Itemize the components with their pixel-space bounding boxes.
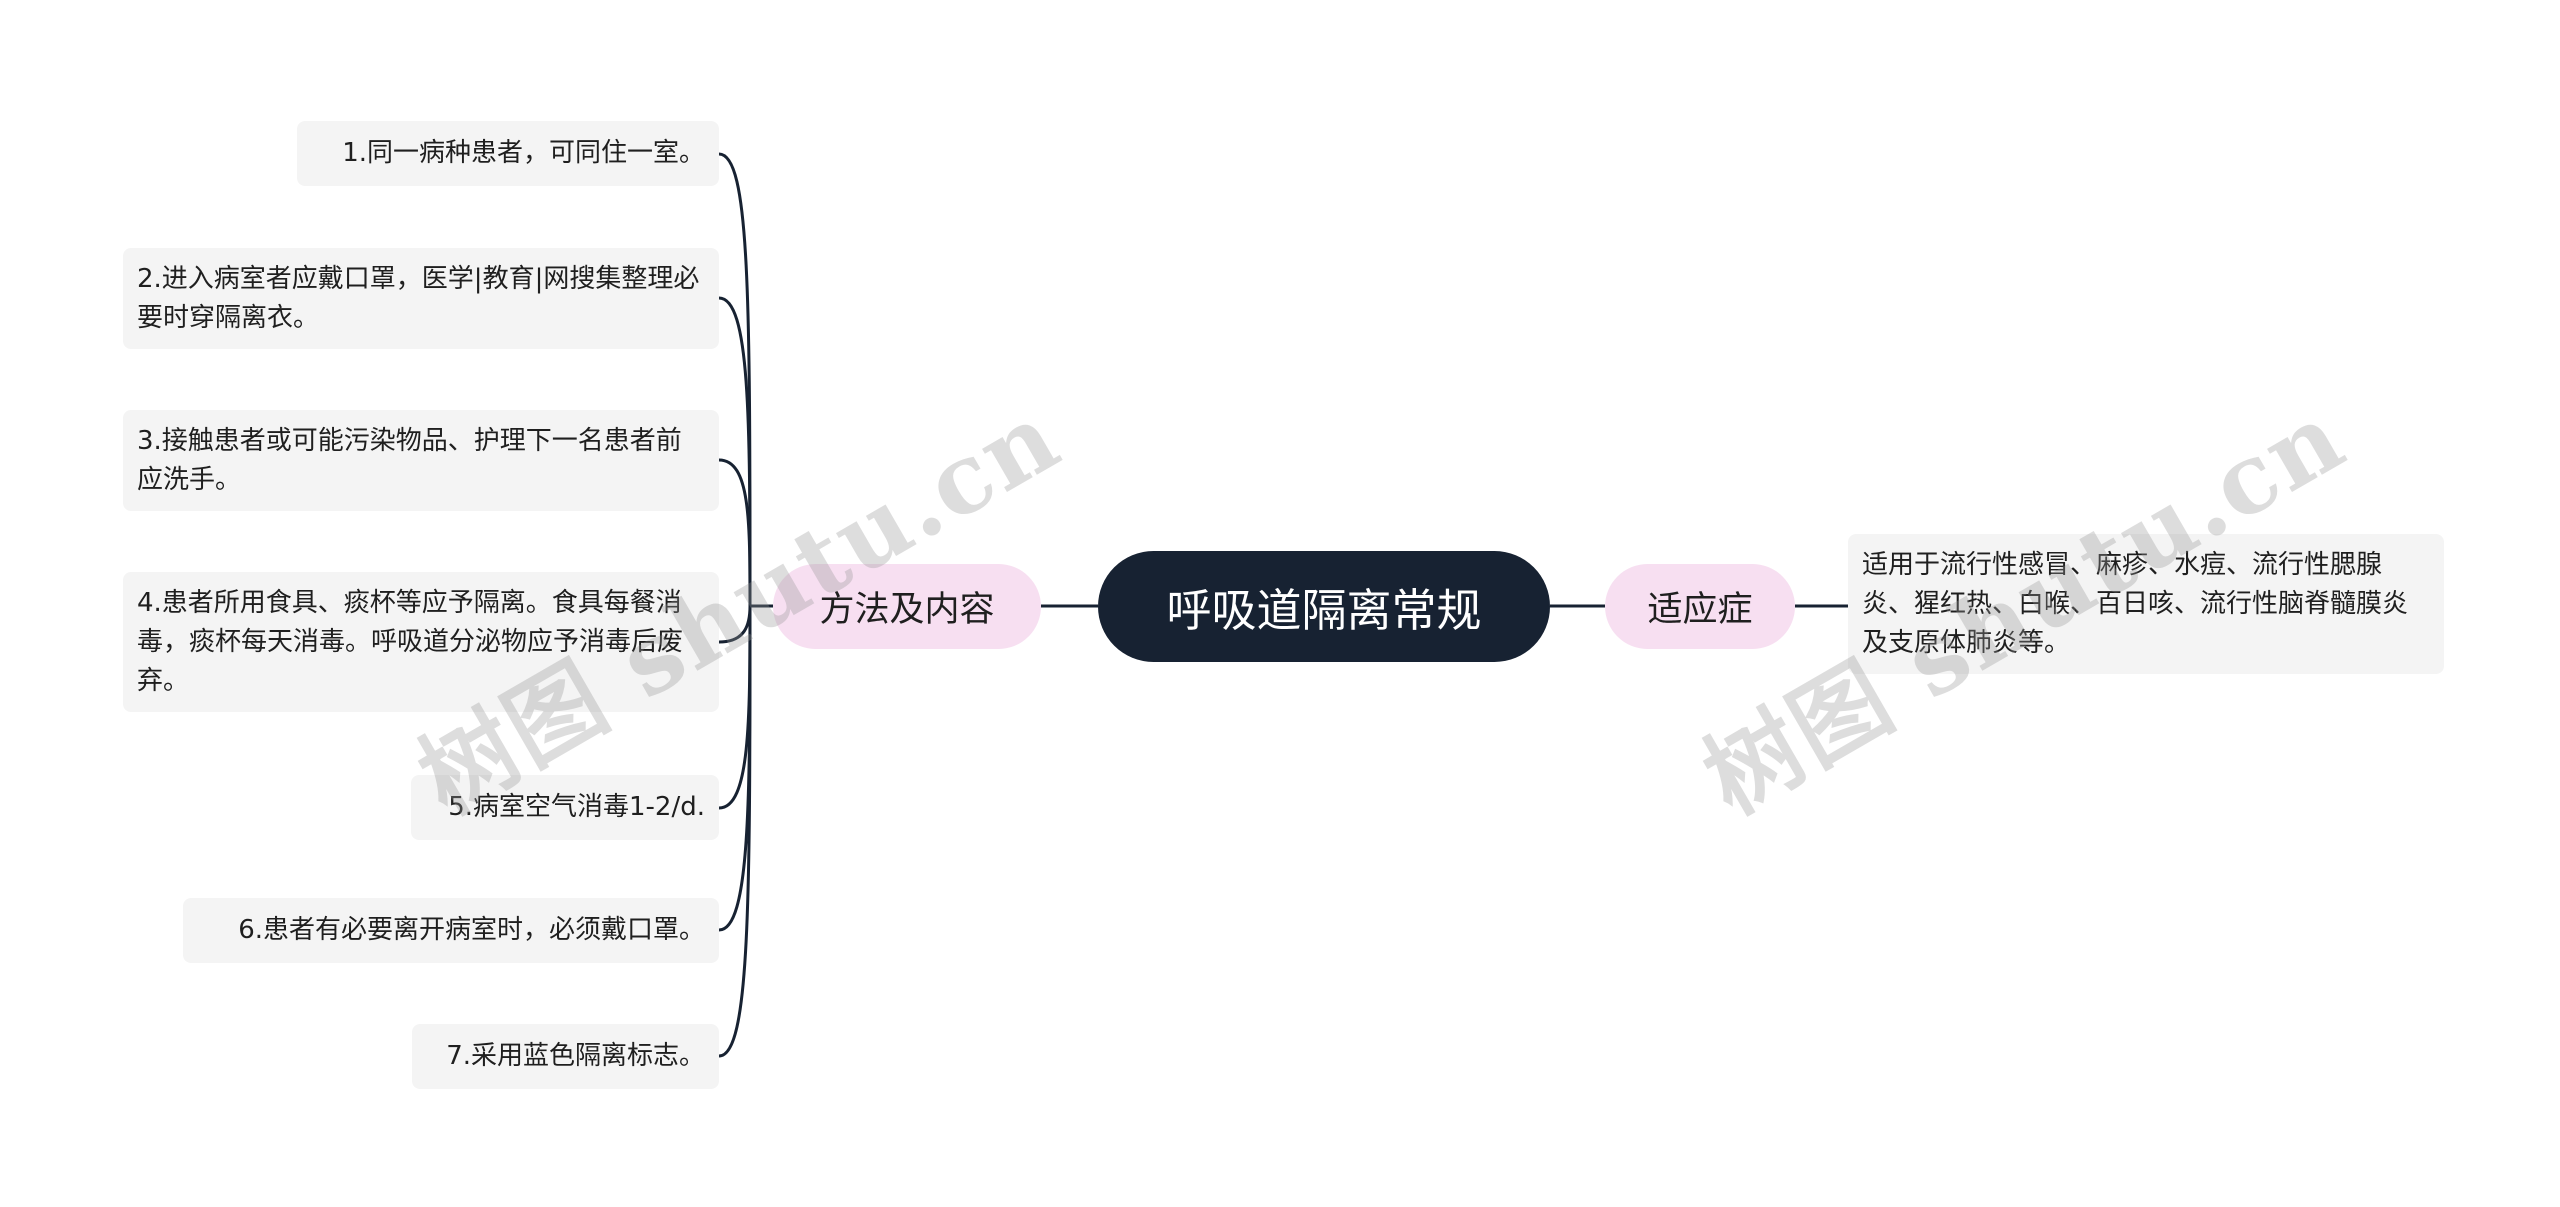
leaf-method-6[interactable]: 6.患者有必要离开病室时，必须戴口罩。 <box>183 898 719 963</box>
left-connector-leaf-6 <box>718 605 752 932</box>
branch-methods-and-content[interactable]: 方法及内容 <box>773 564 1041 649</box>
left-connector-leaf-1 <box>718 152 752 607</box>
leaf-method-6-text: 6.患者有必要离开病室时，必须戴口罩。 <box>238 915 705 945</box>
leaf-method-5[interactable]: 5.病室空气消毒1-2/d. <box>411 775 719 840</box>
root-node[interactable]: 呼吸道隔离常规 <box>1098 551 1550 662</box>
leaf-indications-text: 适用于流行性感冒、麻疹、水痘、流行性腮腺炎、猩红热、白喉、百日咳、流行性脑脊髓膜… <box>1862 549 2409 658</box>
branch-indications[interactable]: 适应症 <box>1605 564 1795 649</box>
leaf-method-2-text: 2.进入病室者应戴口罩，医学|教育|网搜集整理必要时穿隔离衣。 <box>137 263 700 333</box>
left-connector-leaf-3 <box>718 458 752 607</box>
leaf-method-1[interactable]: 1.同一病种患者，可同住一室。 <box>297 121 719 186</box>
leaf-method-4[interactable]: 4.患者所用食具、痰杯等应予隔离。食具每餐消毒，痰杯每天消毒。呼吸道分泌物应予消… <box>123 572 719 712</box>
leaf-method-7-text: 7.采用蓝色隔离标志。 <box>446 1041 705 1071</box>
leaf-method-3[interactable]: 3.接触患者或可能污染物品、护理下一名患者前应洗手。 <box>123 410 719 511</box>
left-connector-leaf-7 <box>718 605 752 1058</box>
leaf-indications[interactable]: 适用于流行性感冒、麻疹、水痘、流行性腮腺炎、猩红热、白喉、百日咳、流行性脑脊髓膜… <box>1848 534 2444 674</box>
leaf-method-1-text: 1.同一病种患者，可同住一室。 <box>342 138 705 168</box>
left-connector-leaf-2 <box>718 296 752 607</box>
leaf-method-4-text: 4.患者所用食具、痰杯等应予隔离。食具每餐消毒，痰杯每天消毒。呼吸道分泌物应予消… <box>137 587 684 696</box>
leaf-method-7[interactable]: 7.采用蓝色隔离标志。 <box>412 1024 719 1089</box>
leaf-method-3-text: 3.接触患者或可能污染物品、护理下一名患者前应洗手。 <box>137 425 682 495</box>
left-connector-leaf-4 <box>718 605 752 644</box>
leaf-method-2[interactable]: 2.进入病室者应戴口罩，医学|教育|网搜集整理必要时穿隔离衣。 <box>123 248 719 349</box>
left-connector-leaf-5 <box>718 605 752 810</box>
leaf-method-5-text: 5.病室空气消毒1-2/d. <box>448 792 705 822</box>
